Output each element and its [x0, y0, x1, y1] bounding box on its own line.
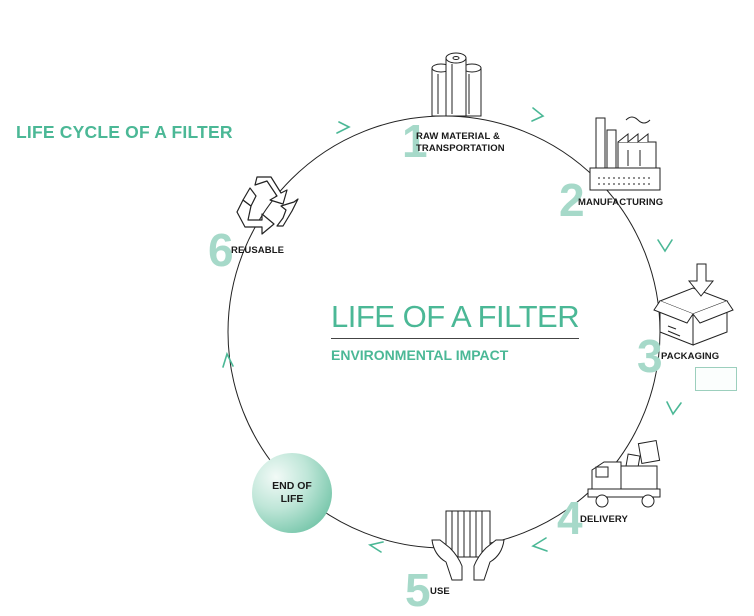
recycle-icon	[236, 176, 299, 235]
arrow-5-eol	[367, 541, 384, 553]
center-subtitle: ENVIRONMENTAL IMPACT	[331, 347, 509, 363]
stage-4-number: 4	[557, 492, 583, 544]
stage-2-label: MANUFACTURING	[578, 197, 664, 208]
truck-icon	[587, 440, 661, 508]
stage-1-label-line1: RAW MATERIAL &	[416, 131, 500, 142]
stage-1-label-line2: TRANSPORTATION	[416, 143, 505, 154]
stage-2-number: 2	[559, 174, 585, 226]
end-of-life-line2: LIFE	[280, 493, 304, 505]
arrow-1-2	[531, 107, 545, 122]
certification-badge	[695, 367, 737, 391]
cycle-diagram	[222, 52, 734, 581]
title-divider	[331, 338, 579, 339]
end-of-life-node: END OF LIFE	[252, 453, 332, 533]
factory-icon	[589, 116, 661, 191]
arrow-eol-6	[222, 351, 234, 368]
arrow-3-4	[666, 401, 682, 416]
stage-1-label: RAW MATERIAL & TRANSPORTATION	[416, 131, 505, 155]
stage-5-label: USE	[430, 586, 450, 597]
box-icon	[653, 263, 734, 346]
stage-3-label: PACKAGING	[661, 351, 720, 362]
end-of-life-label: END OF LIFE	[267, 480, 317, 506]
arrow-4-5	[531, 537, 548, 552]
center-title: LIFE OF A FILTER	[331, 299, 580, 334]
paper-rolls-icon	[431, 52, 482, 117]
arrow-2-3	[657, 239, 673, 253]
end-of-life-line1: END OF	[272, 480, 312, 492]
diagram-heading: LIFE CYCLE OF A FILTER	[16, 122, 233, 142]
stage-1-number: 1	[402, 115, 428, 167]
stage-6-number: 6	[208, 224, 234, 276]
stage-4-label: DELIVERY	[580, 514, 628, 525]
stage-3-number: 3	[637, 330, 663, 382]
stage-6-label: REUSABLE	[231, 245, 285, 256]
stage-5-number: 5	[405, 564, 431, 616]
hands-filter-icon	[431, 510, 505, 581]
arrow-6-1	[336, 121, 351, 134]
